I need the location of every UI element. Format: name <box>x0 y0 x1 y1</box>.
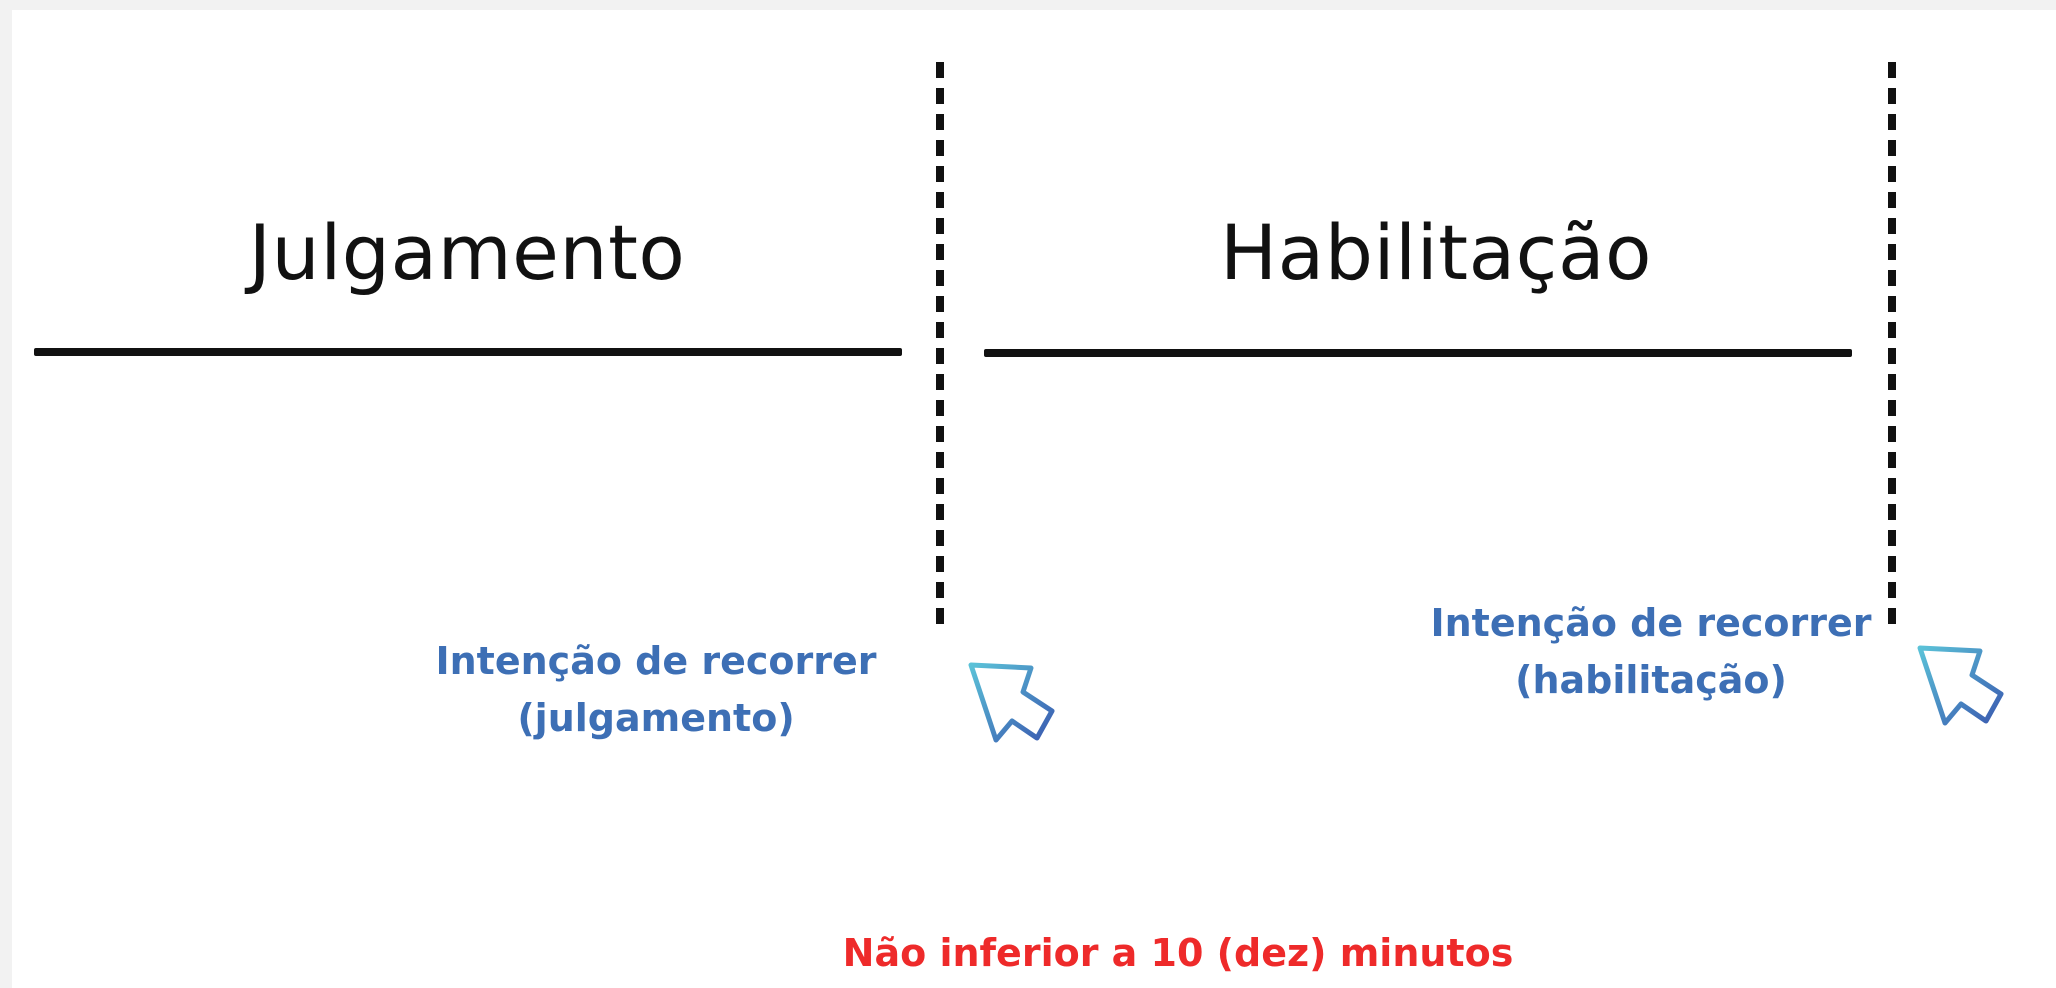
intent-label-habilitacao-line1: Intenção de recorrer <box>1430 601 1872 645</box>
intent-label-habilitacao: Intenção de recorrer (habilitação) <box>1430 595 1871 709</box>
stage-title-habilitacao: Habilitação <box>1219 208 1653 297</box>
time-limit-note: Não inferior a 10 (dez) minutos <box>842 931 1514 975</box>
cursor-arrow-icon <box>1917 645 2004 726</box>
stage-divider-line-julgamento <box>34 348 902 356</box>
stage-divider-line-habilitacao <box>984 349 1852 357</box>
stage-boundary-dashed-line-julgamento <box>936 62 944 634</box>
intent-label-julgamento-line1: Intenção de recorrer <box>435 639 877 683</box>
intent-label-habilitacao-line2: (habilitação) <box>1515 658 1787 702</box>
stage-boundary-dashed-line-habilitacao <box>1888 62 1896 634</box>
cursor-arrow-icon <box>968 662 1055 743</box>
slide-canvas <box>12 10 2056 988</box>
intent-label-julgamento: Intenção de recorrer (julgamento) <box>435 633 876 747</box>
stage-title-julgamento: Julgamento <box>248 208 686 297</box>
intent-label-julgamento-line2: (julgamento) <box>517 696 795 740</box>
